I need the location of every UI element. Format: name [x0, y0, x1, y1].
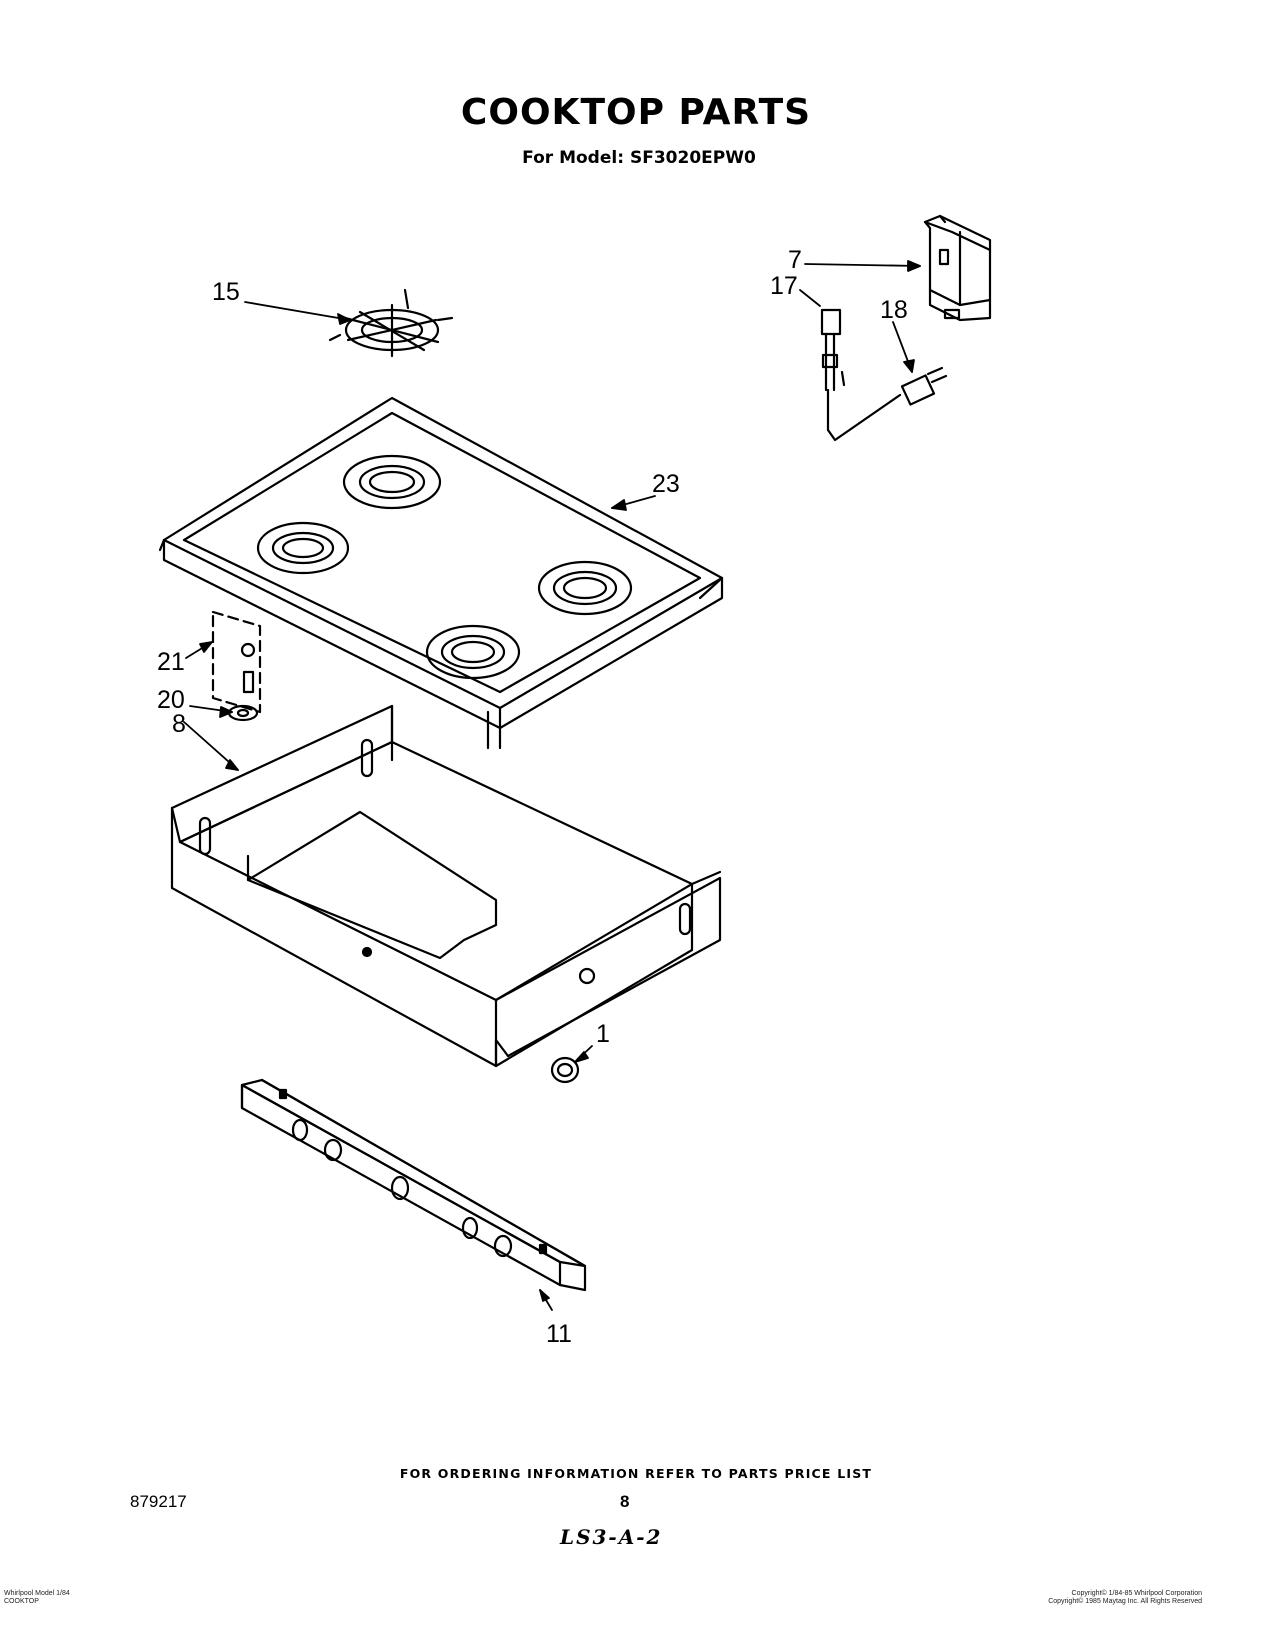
hardware-bracket-part: [211, 610, 262, 722]
model-label: For Model:: [522, 148, 624, 168]
manifold-panel-part: [240, 1078, 587, 1292]
fine-print-right-line-2: Copyright© 1985 Maytag Inc. All Rights R…: [1048, 1598, 1202, 1605]
model-subtitle: For Model: SF3020EPW0: [0, 148, 1272, 168]
cooktop-part: [158, 396, 724, 750]
fine-print-left: Whirlpool Model 1/84 COOKTOP: [4, 1590, 70, 1606]
plug-connector-part: [900, 366, 948, 406]
callout-23: 23: [652, 470, 680, 498]
callout-1: 1: [596, 1020, 610, 1048]
fine-print-left-line-1: Whirlpool Model 1/84: [4, 1590, 70, 1597]
junction-box-part: [923, 214, 992, 322]
fine-print-right: Copyright© 1/84-85 Whirlpool Corporation…: [1048, 1590, 1202, 1606]
callout-21: 21: [157, 648, 185, 676]
fine-print-left-line-2: COOKTOP: [4, 1598, 39, 1605]
callout-7: 7: [788, 246, 802, 274]
model-number: SF3020EPW0: [630, 148, 756, 168]
burner-box-part: [170, 704, 722, 1068]
ordering-note: FOR ORDERING INFORMATION REFER TO PARTS …: [399, 1466, 873, 1481]
grommet-part: [550, 1056, 580, 1084]
callout-15: 15: [212, 278, 240, 306]
switch-and-wire-part: [820, 308, 902, 442]
handwritten-code: LS3-A-2: [560, 1525, 663, 1549]
callout-20: 20: [157, 686, 185, 714]
page-number: 8: [620, 1492, 630, 1511]
burner-grate-part: [328, 288, 454, 358]
callout-8: 8: [172, 710, 186, 738]
leader-lines: [183, 260, 921, 1311]
fine-print-right-line-1: Copyright© 1/84-85 Whirlpool Corporation: [1071, 1590, 1202, 1597]
callout-17: 17: [770, 272, 798, 300]
page-title: COOKTOP PARTS: [460, 92, 812, 133]
callout-18: 18: [880, 296, 908, 324]
callout-11: 11: [546, 1320, 572, 1348]
document-number: 879217: [130, 1492, 187, 1511]
